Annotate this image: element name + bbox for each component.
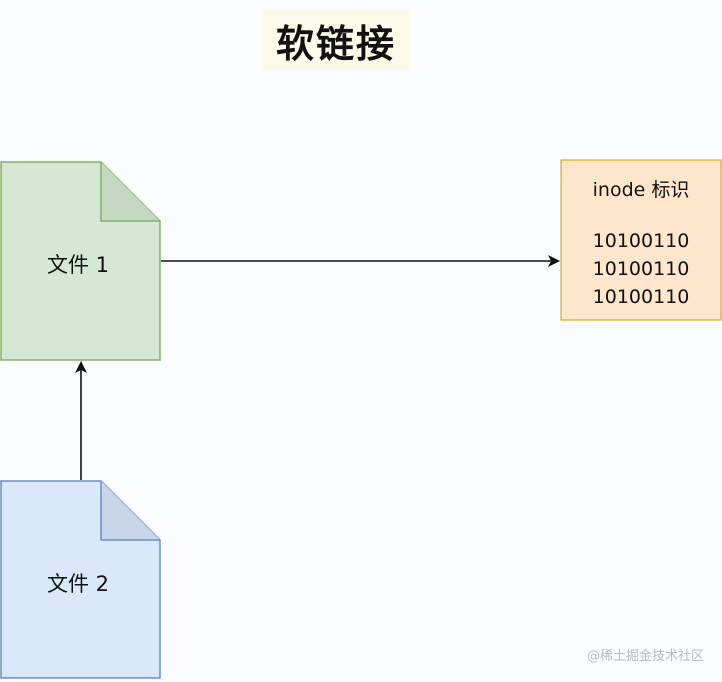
file1-document (0, 161, 161, 361)
file1-label: 文件 1 (47, 253, 110, 277)
diagram-title: 软链接 (275, 21, 396, 66)
watermark: @稀土掘金技术社区 (586, 649, 704, 664)
title-box: 软链接 (262, 10, 410, 70)
inode-line-2: 10100110 (592, 258, 690, 280)
inode-heading: inode 标识 (592, 179, 690, 201)
file2-document (0, 480, 161, 679)
file2-label: 文件 2 (47, 572, 110, 596)
inode-line-1: 10100110 (592, 230, 690, 252)
inode-box (560, 159, 722, 321)
inode-line-3: 10100110 (592, 286, 690, 308)
